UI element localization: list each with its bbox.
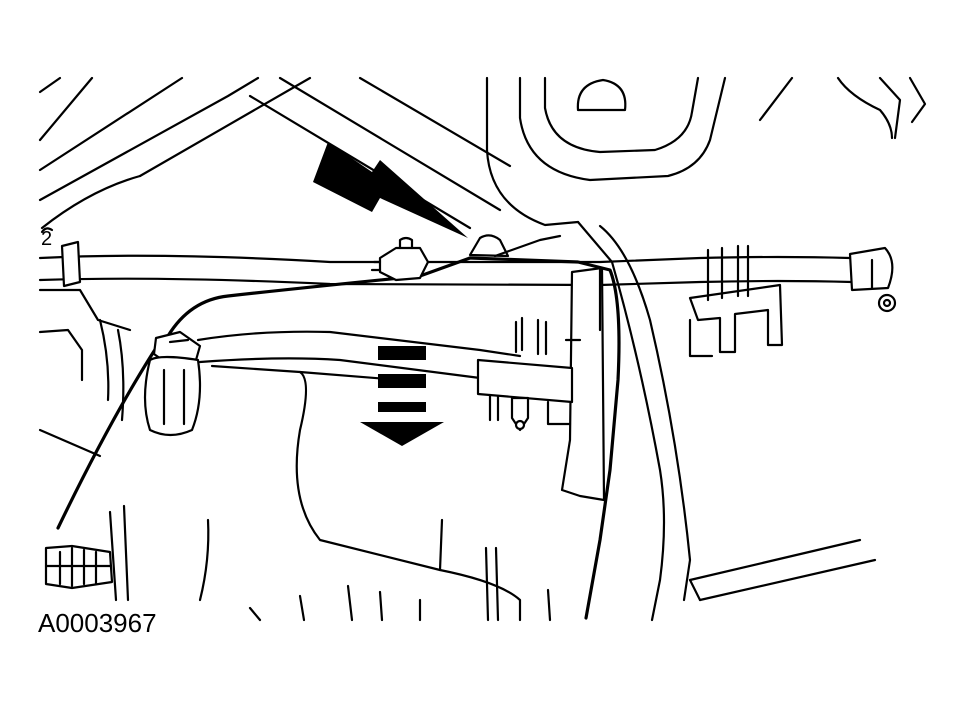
lower-rail [196,316,574,432]
vertical-panel [560,220,692,622]
upper-housing [485,76,927,227]
hose-end-fitting [848,246,897,313]
right-clip-bracket [688,244,784,358]
lower-right-ribs [688,538,877,602]
lower-left-housing [38,288,552,622]
cable-clip [468,234,562,258]
callout-number: 2 [41,228,52,250]
figure-id-label: A0003967 [38,608,157,638]
left-mount [143,330,202,437]
upper-connector [370,236,430,282]
arrow-down-icon [360,346,444,446]
upper-hose: 2 [38,227,854,288]
lower-left-clip [44,544,114,590]
bottom-lines [108,504,422,622]
upper-structure-lines [38,76,512,230]
arrow-pointer-icon [313,142,468,238]
routed-cable [56,241,621,620]
